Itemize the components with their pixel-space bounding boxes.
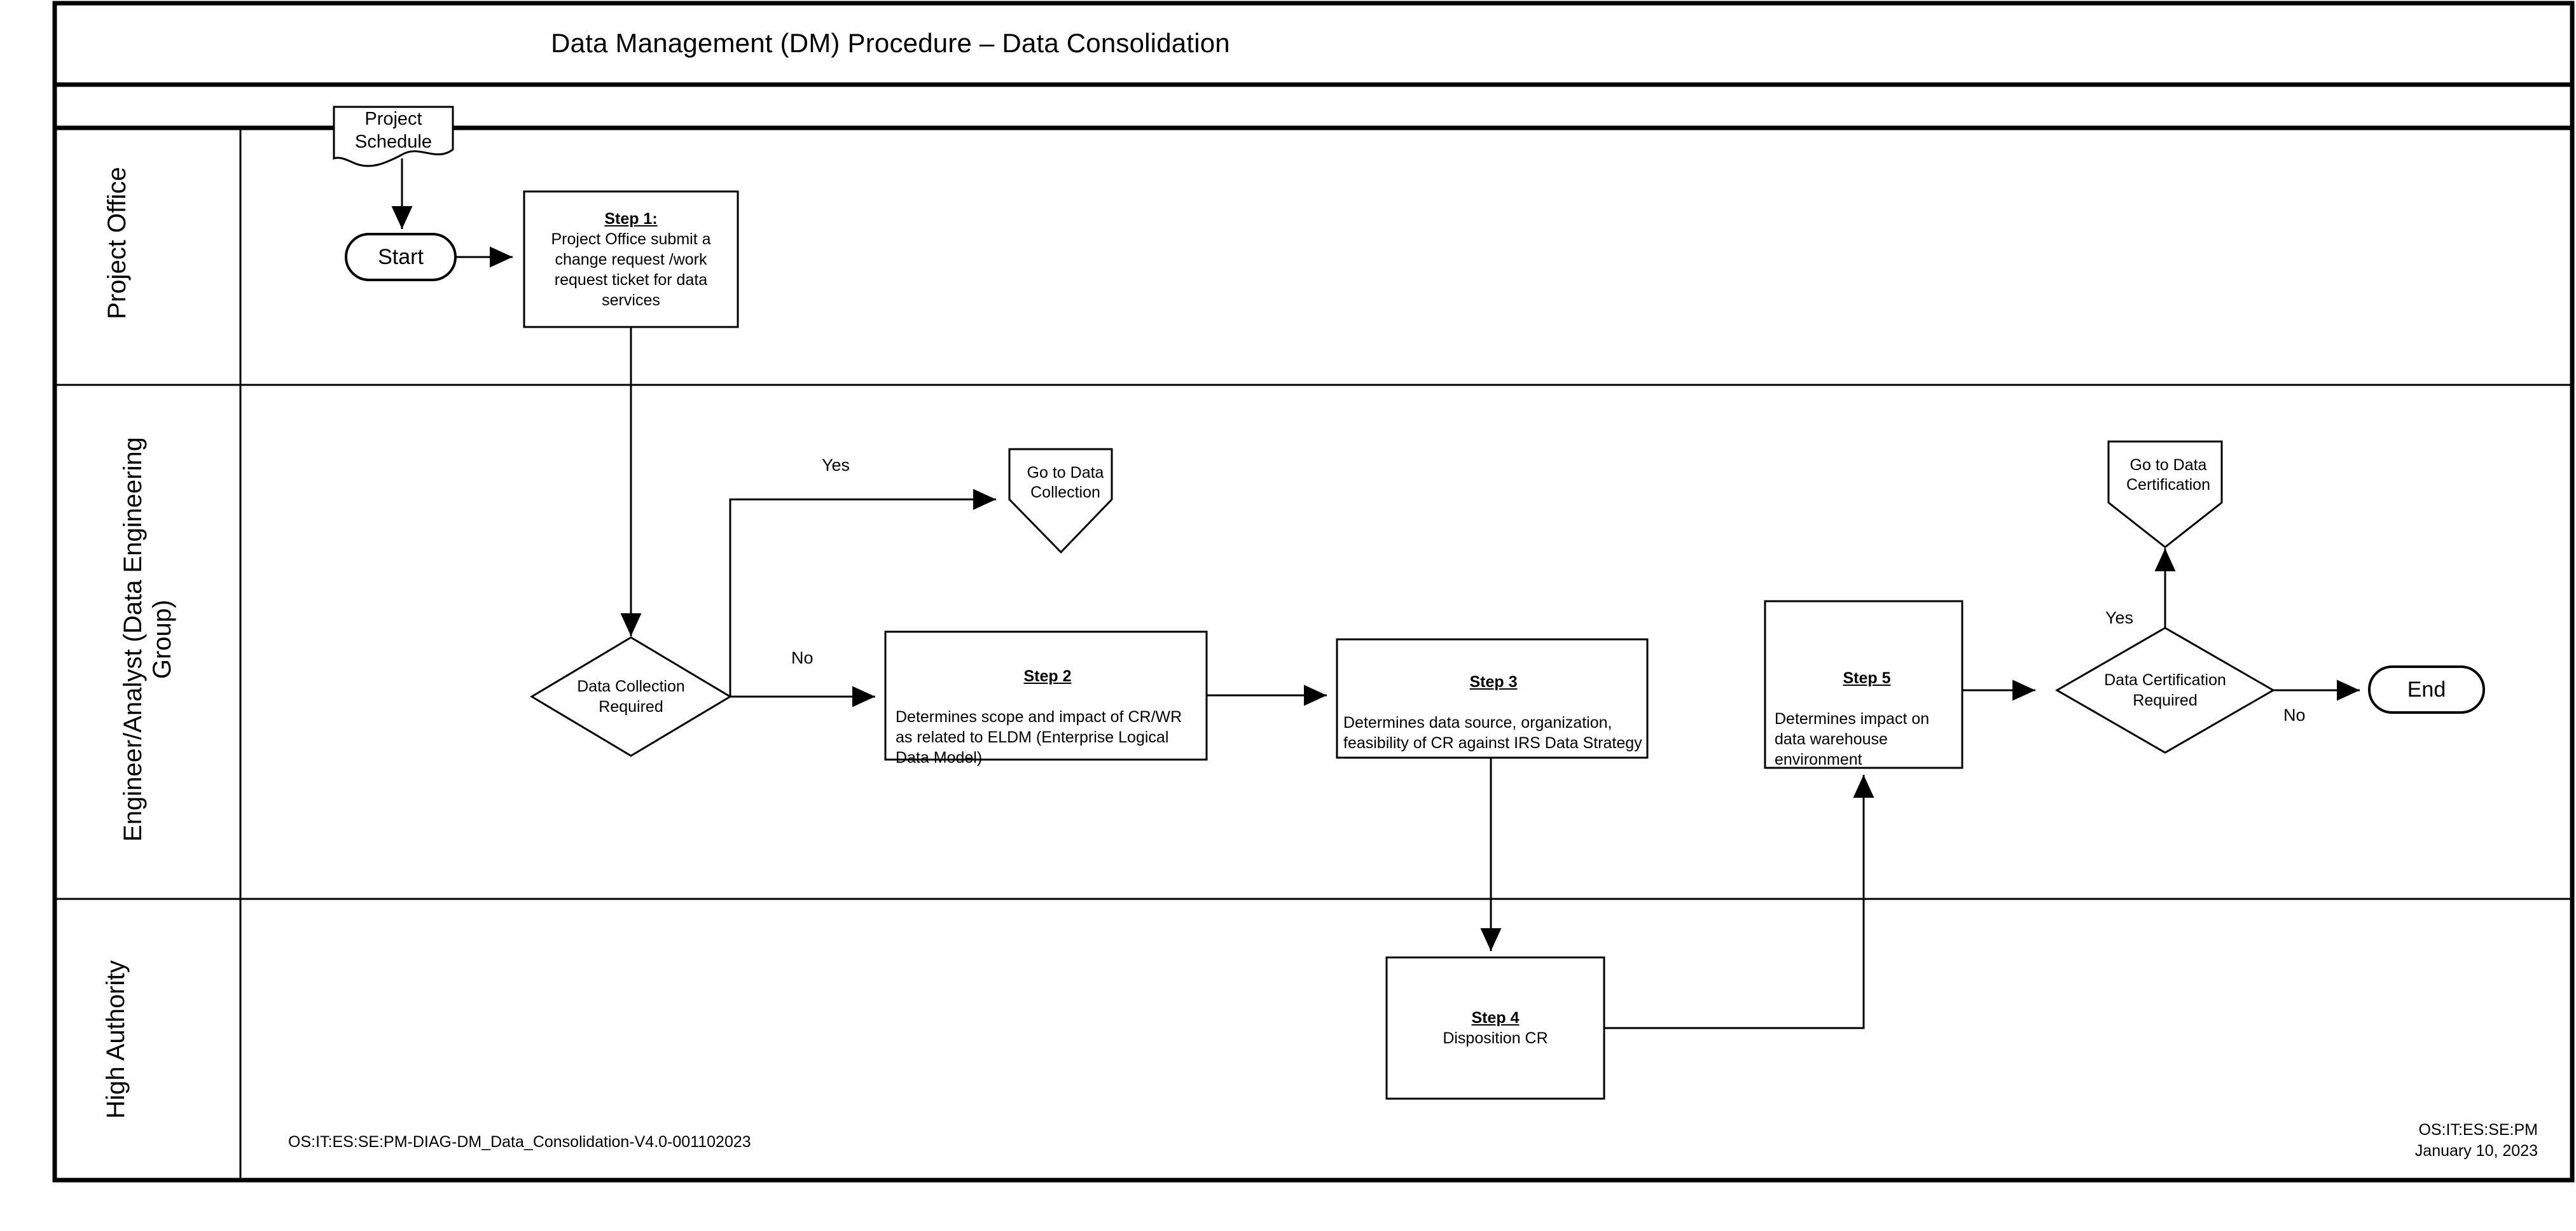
node-step2-shape — [884, 630, 1208, 761]
swimlane-frame — [52, 1, 2575, 1183]
node-start-shape — [345, 233, 457, 281]
node-step4-shape — [1385, 956, 1605, 1100]
node-step5-shape — [1764, 600, 1963, 769]
node-goto-data-collection-shape — [1008, 448, 1113, 554]
edge-dc-yes-to-goto-data-collection — [729, 489, 996, 697]
edge-step4-to-step5 — [1604, 775, 1874, 1029]
node-decision-data-collection-shape — [530, 636, 732, 757]
node-end-shape — [2368, 665, 2485, 714]
node-step1-shape — [523, 190, 739, 328]
node-project-schedule-shape — [333, 106, 454, 167]
node-decision-data-certification-shape — [2054, 627, 2276, 754]
node-step3-shape — [1336, 638, 1649, 759]
node-goto-data-certification-shape — [2107, 440, 2223, 548]
